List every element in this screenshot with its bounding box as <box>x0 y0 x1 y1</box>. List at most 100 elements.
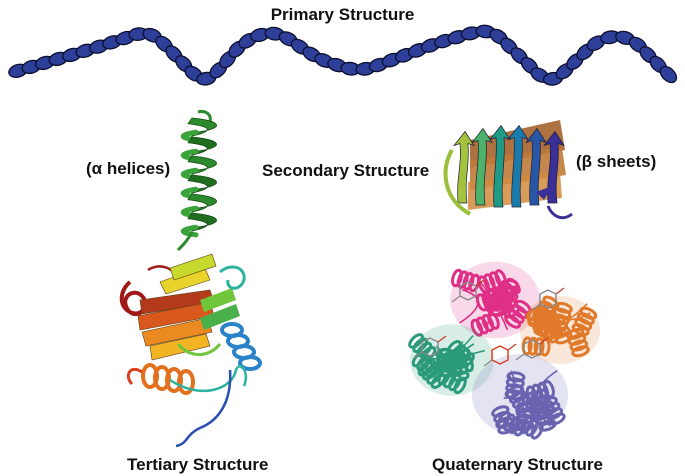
heme-ligand <box>531 287 565 311</box>
subunit-loop <box>563 324 570 335</box>
helix-turn <box>542 295 560 310</box>
subunit-loop <box>479 280 509 331</box>
helix-turn <box>426 368 442 385</box>
helix-turn <box>531 383 544 403</box>
helix-turn <box>476 316 489 335</box>
helix-turn <box>499 284 519 297</box>
helix-turn <box>505 384 523 399</box>
beta-loop <box>546 205 573 220</box>
helix-turn <box>515 407 535 419</box>
beta-sheets-label: (β sheets) <box>576 152 657 171</box>
helix-turn <box>554 331 573 345</box>
helix-turn <box>442 356 458 373</box>
tertiary-loop <box>126 367 143 386</box>
helix-turn <box>532 402 551 415</box>
helix-turn <box>532 310 550 325</box>
tertiary-loop <box>176 342 222 356</box>
beta-strand <box>507 124 529 208</box>
ligand-bond <box>413 351 423 359</box>
ligand-bond <box>507 343 517 351</box>
helix-turn <box>499 278 519 291</box>
helix-turn <box>571 323 590 337</box>
helix-tail <box>197 110 212 123</box>
helix-turn <box>506 371 526 383</box>
helix-turn <box>542 379 555 399</box>
subunit-loop <box>434 349 486 358</box>
subunit-loop <box>530 397 551 427</box>
helix-turn <box>535 305 553 320</box>
beta-strand <box>471 127 493 206</box>
subunit-loop <box>533 370 558 426</box>
amino-acid-chain <box>8 24 678 86</box>
helix-turn <box>567 333 587 346</box>
alpha-helices-label: (α helices) <box>86 159 171 178</box>
tertiary-strand <box>200 288 236 312</box>
subunit-helix <box>521 336 551 357</box>
tertiary-tail <box>175 369 232 448</box>
helix-turn <box>527 336 539 356</box>
helix-turn <box>420 346 437 362</box>
beta-strand <box>525 127 547 206</box>
helix-turn <box>533 317 547 335</box>
beta-loop <box>443 148 472 216</box>
subunit-loop <box>459 288 479 324</box>
helix-turn <box>515 413 535 425</box>
helix-turn <box>447 352 463 369</box>
beta-strand <box>543 130 565 204</box>
helix-turn <box>432 364 452 377</box>
tertiary-red-helix <box>119 280 148 316</box>
subunit-loop <box>549 303 572 324</box>
helix-turn <box>537 381 550 401</box>
helix-turn <box>451 348 467 365</box>
helix-turn <box>481 313 495 333</box>
tertiary-loop <box>219 265 246 290</box>
subunit-loop <box>507 370 516 385</box>
ligand-bond <box>555 287 565 295</box>
helix-turn <box>508 389 527 404</box>
tertiary-strand <box>169 253 217 281</box>
helix-turn <box>497 410 511 429</box>
helix-turn <box>408 333 424 349</box>
subunit-loop <box>494 293 504 306</box>
helix-tail <box>176 231 194 252</box>
beta-strand <box>489 124 511 208</box>
tertiary-strand <box>200 304 240 330</box>
tertiary-blue-helix <box>238 355 262 371</box>
ligand-bond <box>539 337 549 345</box>
helix-turn <box>571 345 590 358</box>
helix-turn <box>515 419 535 431</box>
tertiary-strand <box>141 317 213 347</box>
primary-structure-title: Primary Structure <box>270 5 415 24</box>
helix-turn <box>470 318 484 337</box>
subunit-loop <box>458 334 474 351</box>
helix-turn <box>521 336 533 356</box>
amino-acid-bead <box>659 65 678 84</box>
subunit-helix <box>547 315 573 345</box>
subunit-loop <box>503 397 527 414</box>
subunit-helix <box>499 278 519 309</box>
heme-ligand <box>515 337 549 361</box>
tertiary-orange-helix <box>177 369 195 395</box>
helix-turn <box>525 419 539 437</box>
tertiary-structure-title: Tertiary Structure <box>127 455 269 474</box>
helix-turn <box>462 272 475 291</box>
ligand-bond <box>531 303 541 311</box>
helix-turn <box>569 339 589 352</box>
helix-turn <box>574 317 593 331</box>
secondary-structure-title: Secondary Structure <box>262 161 430 180</box>
ligand-bond <box>437 335 447 343</box>
ligand-bond <box>451 295 461 303</box>
subunit-loop <box>486 306 504 327</box>
helix-turn <box>451 268 463 288</box>
helix-turn <box>549 320 569 334</box>
beta-strand <box>453 130 475 204</box>
helix-turn <box>534 408 553 421</box>
heme-ligand <box>413 335 447 359</box>
heme-ligand <box>483 343 517 367</box>
subunit-loop <box>567 303 588 319</box>
helix-turn <box>552 326 571 339</box>
